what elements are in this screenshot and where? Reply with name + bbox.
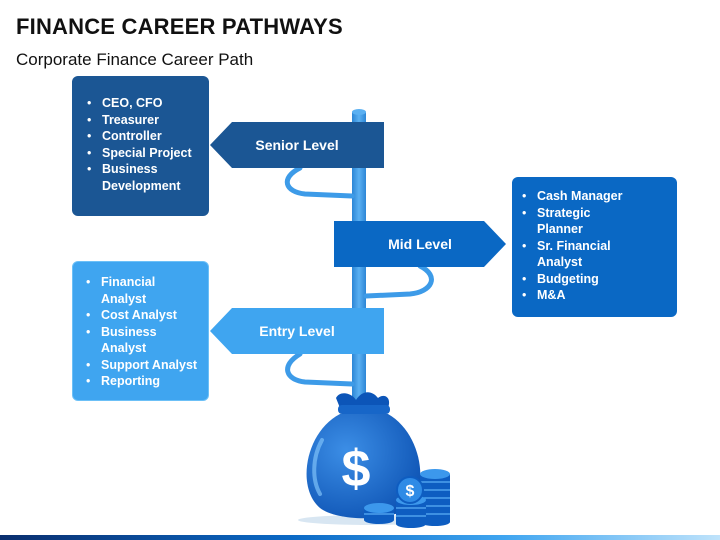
senior-roles-list: CEO, CFO Treasurer Controller Special Pr…	[82, 95, 203, 194]
coin-dollar-sign: $	[406, 483, 415, 500]
money-bag-icon	[306, 392, 421, 519]
list-item: Financial Analyst	[81, 274, 181, 307]
list-item: Strategic Planner	[517, 205, 632, 238]
coin-stack-icon	[364, 469, 450, 528]
list-item: Sr. Financial Analyst	[517, 238, 632, 271]
list-item: Treasurer	[82, 112, 203, 129]
senior-level-sign: Senior Level	[255, 137, 339, 153]
list-item: Cost Analyst	[81, 307, 202, 324]
page-subtitle: Corporate Finance Career Path	[16, 50, 254, 69]
mid-level-sign: Mid Level	[388, 236, 452, 252]
list-item: CEO, CFO	[82, 95, 203, 112]
list-item: Controller	[82, 128, 203, 145]
mid-roles-box: Cash Manager Strategic Planner Sr. Finan…	[512, 177, 677, 317]
list-item: M&A	[517, 287, 632, 304]
page-title: FINANCE CAREER PATHWAYS	[16, 14, 343, 39]
entry-roles-list: Financial Analyst Cost Analyst Business …	[81, 274, 202, 390]
senior-roles-box: CEO, CFO Treasurer Controller Special Pr…	[72, 76, 209, 216]
bottom-accent-bar	[0, 535, 720, 540]
money-bag-dollar-sign: $	[342, 440, 371, 498]
entry-level-sign: Entry Level	[259, 323, 335, 339]
entry-roles-box: Financial Analyst Cost Analyst Business …	[72, 261, 209, 401]
entry-rope	[285, 351, 355, 387]
mid-rope	[363, 263, 434, 299]
list-item: Support Analyst	[81, 357, 202, 374]
list-item: Cash Manager	[517, 188, 632, 205]
mid-roles-list: Cash Manager Strategic Planner Sr. Finan…	[517, 188, 632, 304]
senior-sign-board	[210, 122, 384, 168]
list-item: Business Development	[82, 161, 203, 194]
list-item: Business Analyst	[81, 324, 181, 357]
list-item: Special Project	[82, 145, 203, 162]
list-item: Reporting	[81, 373, 202, 390]
senior-rope	[285, 165, 355, 199]
entry-sign-board	[210, 308, 384, 354]
mid-sign-board	[334, 221, 506, 267]
list-item: Budgeting	[517, 271, 632, 288]
